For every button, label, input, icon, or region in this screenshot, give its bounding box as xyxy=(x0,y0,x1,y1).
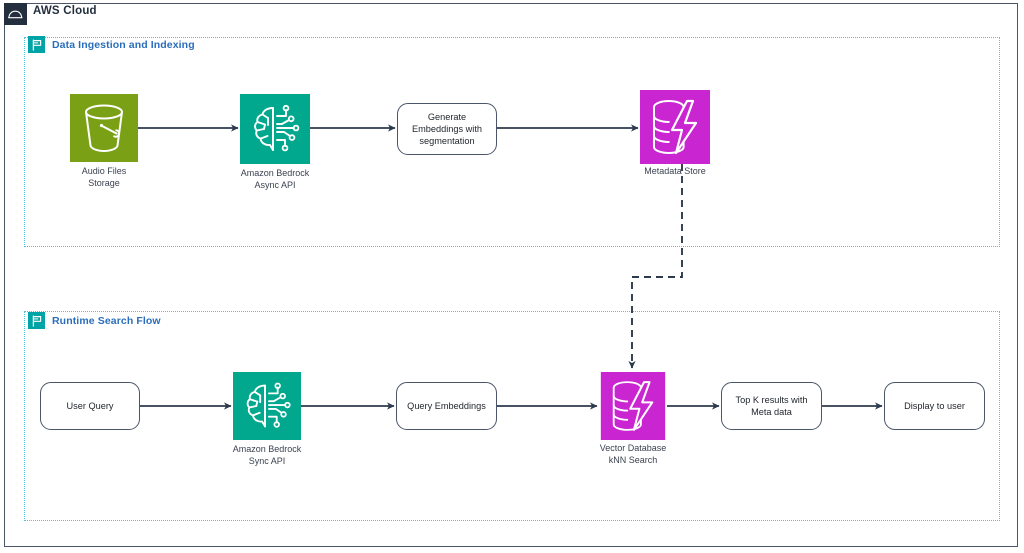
label-line-1: Generate xyxy=(427,112,467,122)
label-line-1: Display to user xyxy=(904,401,965,411)
label-line-1: Amazon Bedrock xyxy=(240,168,310,178)
group-data-ingestion-and-indexing xyxy=(24,37,1000,247)
label-vector-database-knn-search: Vector Database kNN Search xyxy=(600,443,667,466)
group-title-runtime-search-flow: Runtime Search Flow xyxy=(52,315,161,327)
group-runtime-search-flow xyxy=(24,311,1000,521)
node-amazon-bedrock-sync-api[interactable] xyxy=(233,372,301,440)
node-vector-database-knn-search[interactable] xyxy=(599,372,667,440)
node-query-embeddings[interactable]: Query Embeddings xyxy=(396,382,497,430)
node-user-query[interactable]: User Query xyxy=(40,382,140,430)
aws-cloud-boundary xyxy=(4,3,1018,547)
label-line-1: User Query xyxy=(66,401,114,411)
aws-cloud-title: AWS Cloud xyxy=(33,5,97,17)
label-amazon-bedrock-async-api: Amazon Bedrock Async API xyxy=(241,168,310,191)
label-line-1: Audio Files xyxy=(81,166,127,176)
node-generate-embeddings-with-segmentation[interactable]: Generate Embeddings with segmentation xyxy=(397,103,497,155)
label-line-1: Query Embeddings xyxy=(407,401,486,411)
label-line-2: Sync API xyxy=(248,455,286,466)
label-line-1: Amazon Bedrock xyxy=(232,444,302,454)
label-amazon-bedrock-sync-api: Amazon Bedrock Sync API xyxy=(233,444,302,467)
label-metadata-store: Metadata Store xyxy=(644,166,706,178)
label-line-3: segmentation xyxy=(419,136,475,146)
node-audio-files-storage[interactable] xyxy=(70,94,138,162)
label-line-2: kNN Search xyxy=(608,454,658,465)
label-audio-files-storage: Audio Files Storage xyxy=(82,166,127,189)
label-line-1: Top K results with xyxy=(735,395,808,405)
node-top-k-results-with-meta-data[interactable]: Top K results with Meta data xyxy=(721,382,822,430)
label-line-1: Vector Database xyxy=(599,443,667,453)
group-title-data-ingestion-and-indexing: Data Ingestion and Indexing xyxy=(52,39,195,51)
aws-cloud-icon xyxy=(4,3,27,25)
node-metadata-store[interactable] xyxy=(640,90,710,164)
node-display-to-user[interactable]: Display to user xyxy=(884,382,985,430)
label-line-1: Metadata Store xyxy=(644,166,706,176)
label-line-2: Meta data xyxy=(751,407,792,417)
node-amazon-bedrock-async-api[interactable] xyxy=(240,94,310,164)
flag-icon-data-ingestion xyxy=(28,36,45,53)
label-line-2: Storage xyxy=(88,177,120,188)
label-line-2: Async API xyxy=(254,179,296,190)
flag-icon-runtime-search xyxy=(28,312,45,329)
label-line-2: Embeddings with xyxy=(412,124,482,134)
